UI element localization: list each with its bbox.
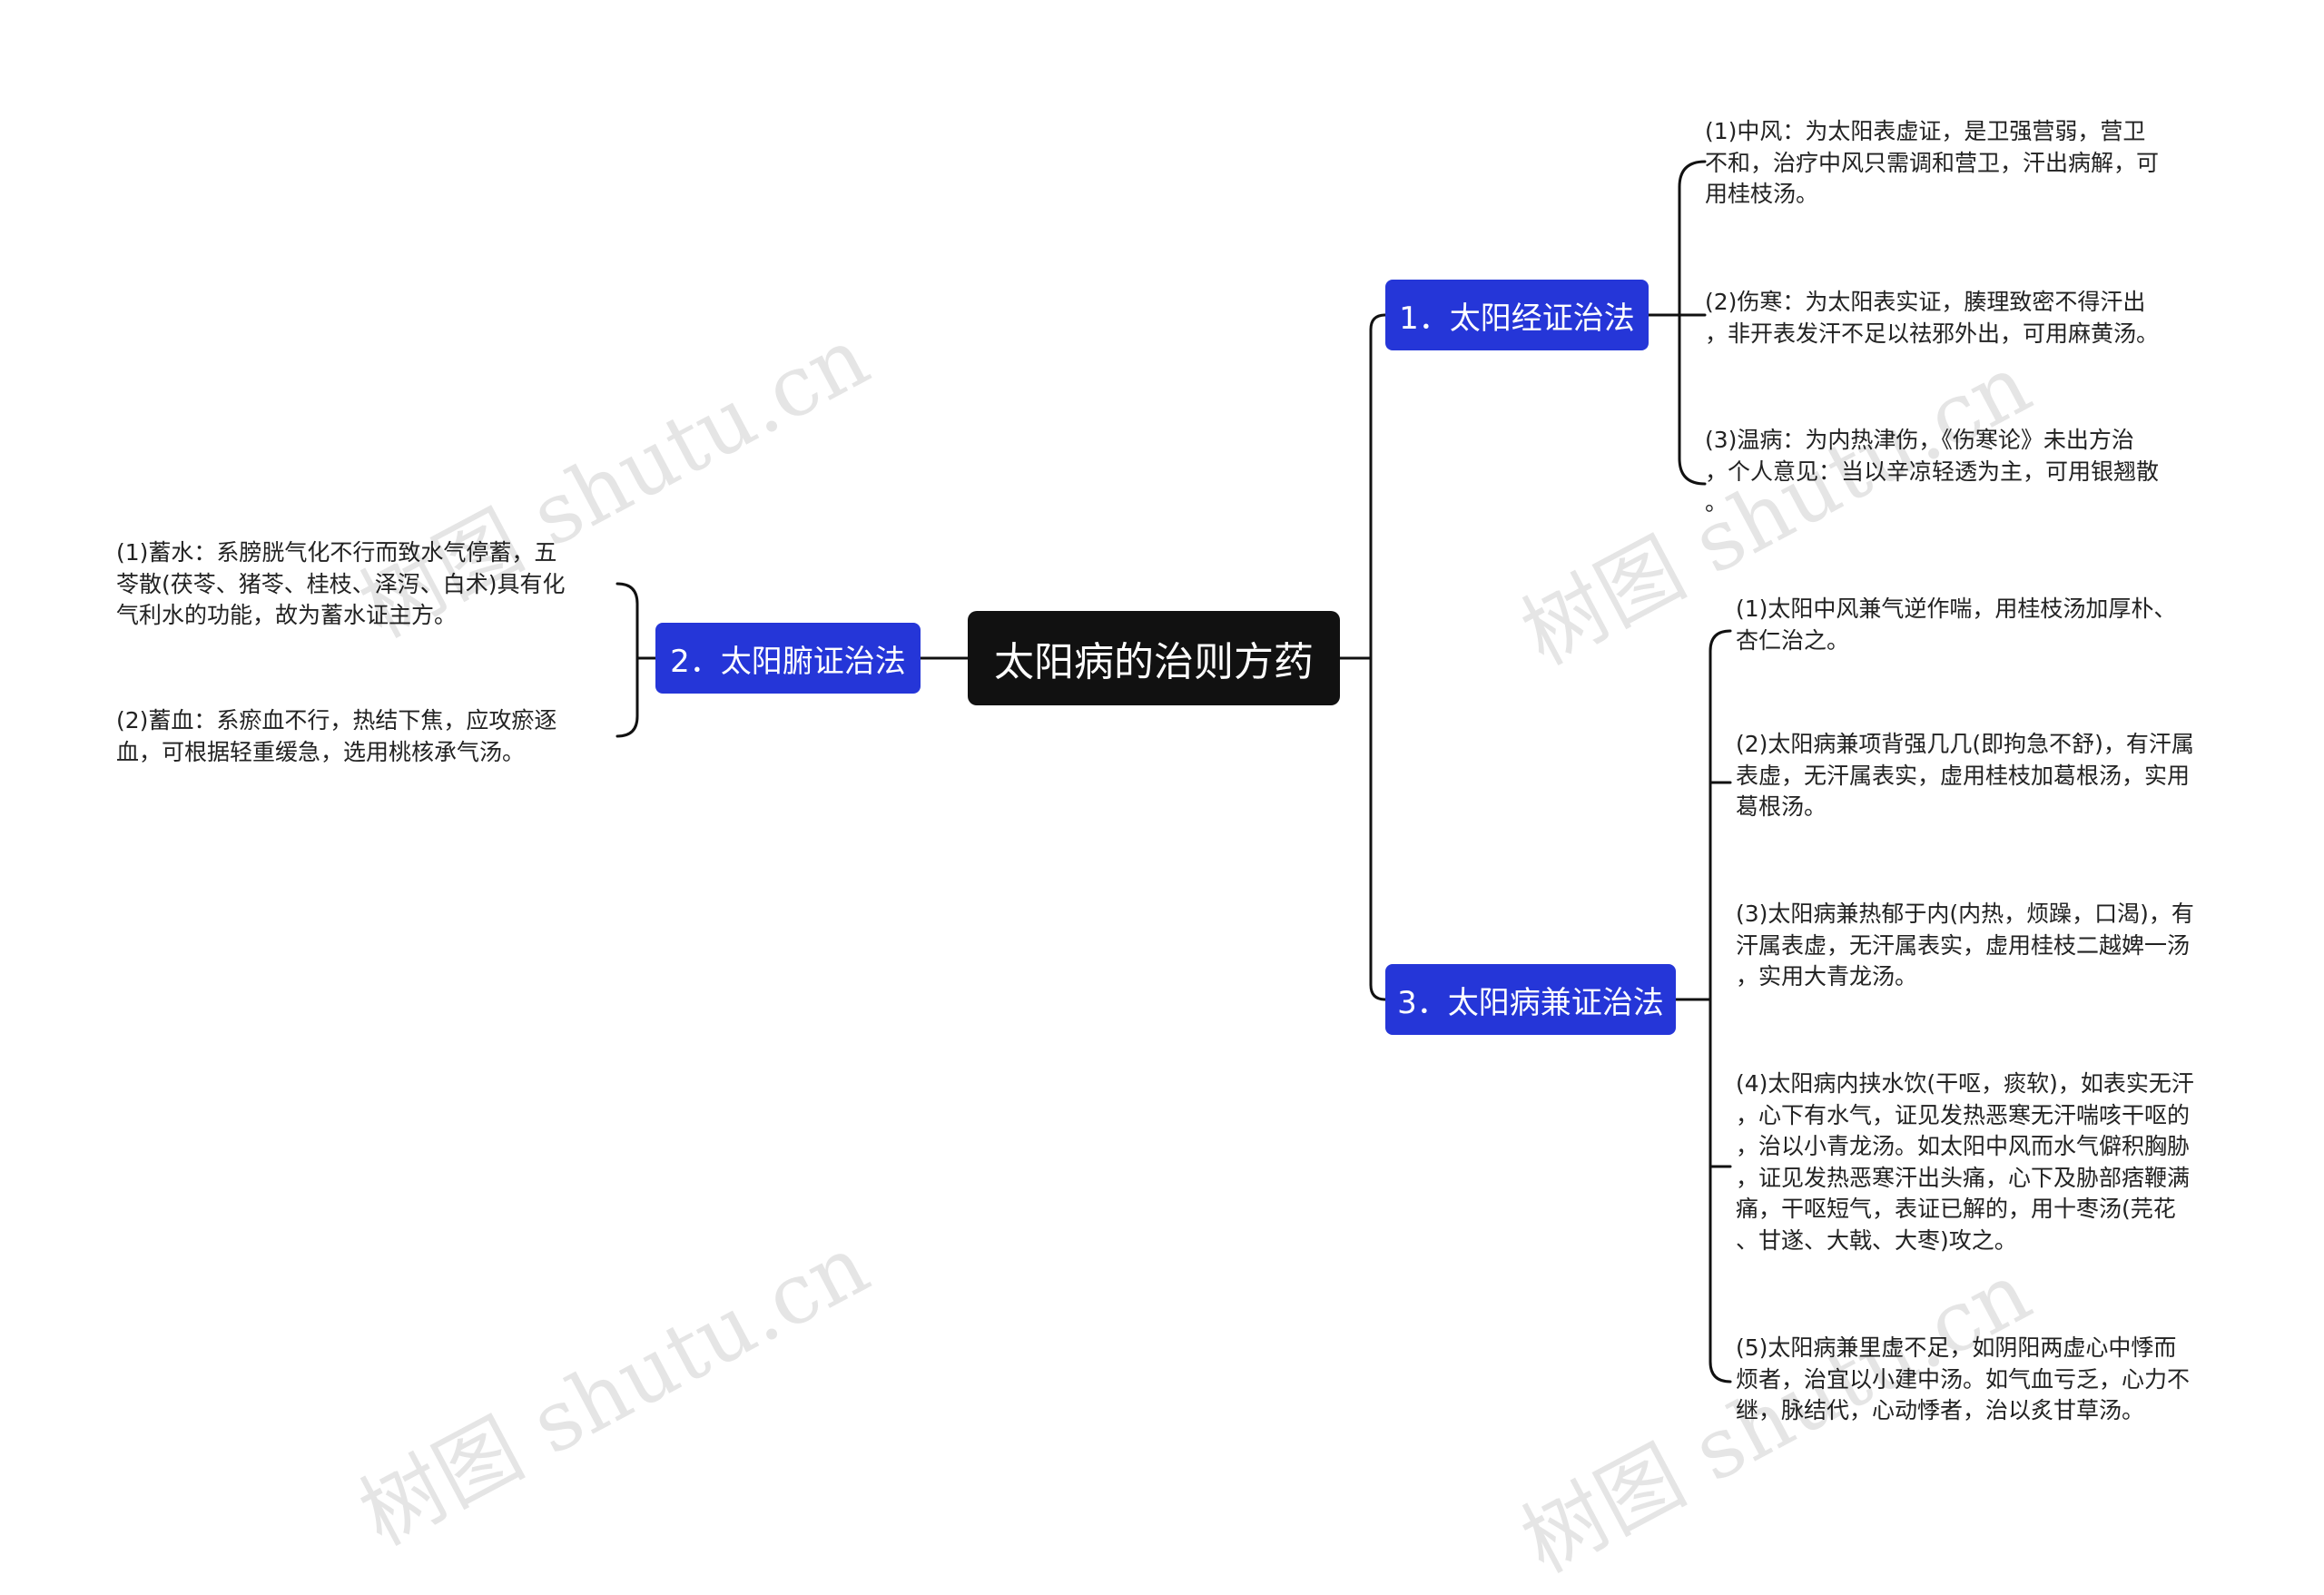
edge-b3-bracket xyxy=(1709,629,1732,1383)
leaf-node-1-1[interactable]: (1)中风：为太阳表虚证，是卫强营弱，营卫 不和，治疗中风只需调和营卫，汗出病解… xyxy=(1705,118,2160,207)
root-node[interactable]: 太阳病的治则方药 xyxy=(968,611,1340,705)
edge-b2-bracket xyxy=(615,582,639,738)
leaf-node-2-2[interactable]: (2)蓄血：系瘀血不行，热结下焦，应攻瘀逐 血，可根据轻重缓急，选用桃核承气汤。 xyxy=(116,707,557,765)
edge-b1-bracket xyxy=(1678,160,1707,486)
leaf-node-2-1[interactable]: (1)蓄水：系膀胱气化不行而致水气停蓄，五 苓散(茯苓、猪苓、桂枝、泽泻、白术)… xyxy=(116,539,566,628)
leaf-node-1-2[interactable]: (2)伤寒：为太阳表实证，腠理致密不得汗出 ，非开表发汗不足以祛邪外出，可用麻黄… xyxy=(1705,289,2160,347)
branch-node-2[interactable]: 2．太阳腑证治法 xyxy=(655,623,921,694)
edge-trunk-right xyxy=(1369,313,1387,1001)
leaf-node-3-3[interactable]: (3)太阳病兼热郁于内(内热，烦躁，口渴)，有 汗属表虚，无汗属表实，虚用桂枝二… xyxy=(1736,901,2194,989)
leaf-node-3-1[interactable]: (1)太阳中风兼气逆作喘，用桂枝汤加厚朴、 杏仁治之。 xyxy=(1736,596,2177,654)
branch-node-1[interactable]: 1．太阳经证治法 xyxy=(1385,280,1649,350)
connector-lines xyxy=(615,160,1732,1383)
leaf-node-3-2[interactable]: (2)太阳病兼项背强几几(即拘急不舒)，有汗属 表虚，无汗属表实，虚用桂枝加葛根… xyxy=(1736,731,2194,820)
leaf-node-1-3[interactable]: (3)温病：为内热津伤，《伤寒论》未出方治 ，个人意见：当以辛凉轻透为主，可用银… xyxy=(1705,427,2160,516)
leaf-node-3-5[interactable]: (5)太阳病兼里虚不足，如阴阳两虚心中悸而 烦者，治宜以小建中汤。如气血亏乏，心… xyxy=(1736,1334,2191,1423)
leaf-node-3-4[interactable]: (4)太阳病内挟水饮(干呕，痰软)，如表实无汗 ，心下有水气，证见发热恶寒无汗喘… xyxy=(1736,1070,2194,1254)
branch-node-3[interactable]: 3．太阳病兼证治法 xyxy=(1385,964,1676,1035)
